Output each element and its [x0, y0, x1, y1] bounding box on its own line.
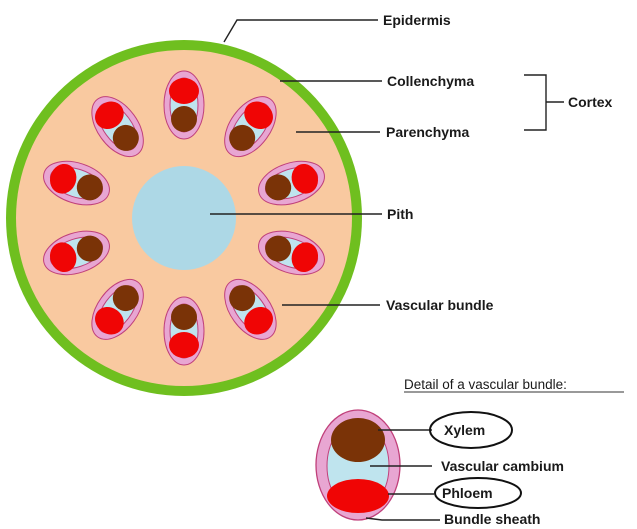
xylem: [171, 106, 197, 132]
detail-xylem: [331, 418, 385, 462]
phloem: [169, 78, 199, 104]
detail-phloem: [327, 479, 389, 513]
cortex-label: Cortex: [568, 94, 613, 110]
xylem: [171, 304, 197, 330]
phloem: [169, 332, 199, 358]
xylem-label: Xylem: [444, 422, 485, 438]
vascular-bundle-label: Vascular bundle: [386, 297, 494, 313]
vascular-bundle: [164, 71, 204, 139]
bundle-detail: Detail of a vascular bundle: Xylem Vascu…: [316, 377, 624, 527]
pith-region: [132, 166, 236, 270]
vascular-bundle: [164, 297, 204, 365]
collenchyma-label: Collenchyma: [387, 73, 474, 89]
vascular-cambium-label: Vascular cambium: [441, 458, 564, 474]
detail-caption: Detail of a vascular bundle:: [404, 377, 567, 392]
epidermis-label: Epidermis: [383, 12, 451, 28]
pith-label: Pith: [387, 206, 413, 222]
bundle-sheath-label: Bundle sheath: [444, 511, 540, 527]
stem-cross-section: [6, 40, 362, 396]
parenchyma-label: Parenchyma: [386, 124, 469, 140]
phloem-label: Phloem: [442, 485, 493, 501]
